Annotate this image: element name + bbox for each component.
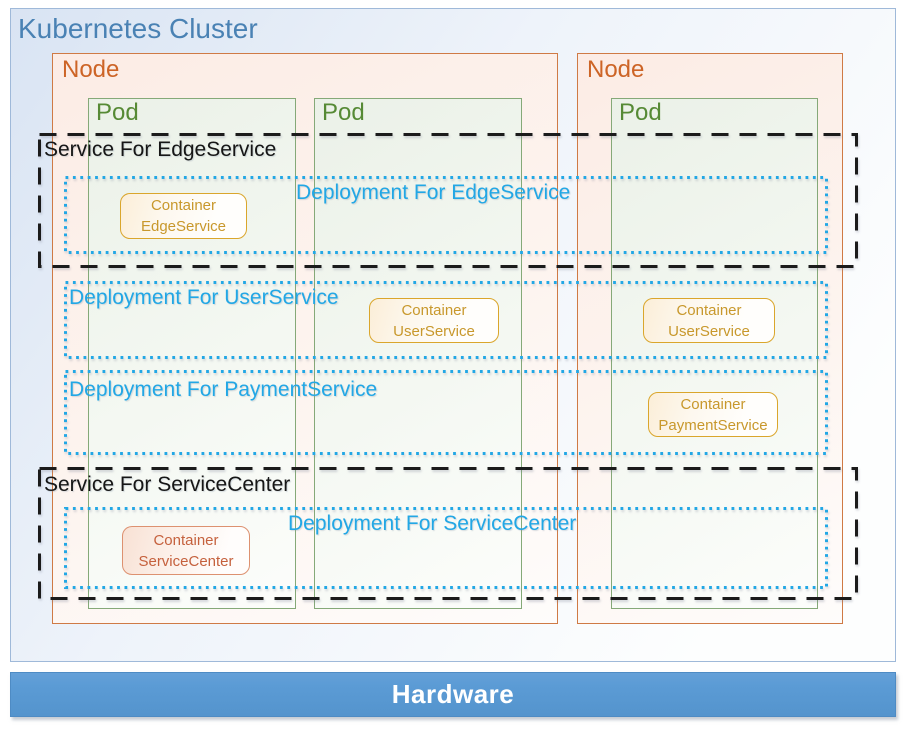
container-userservice-1: Container UserService: [369, 298, 499, 343]
deployment-servicecenter-box: Deployment For ServiceCenter: [64, 507, 828, 589]
dashed-border-icon: [38, 133, 858, 268]
pod-box-3: Pod: [611, 98, 818, 609]
deployment-edgeservice-box: Deployment For EdgeService: [64, 176, 828, 254]
container-paymentservice: Container PaymentService: [648, 392, 778, 437]
container-edgeservice: Container EdgeService: [120, 193, 247, 239]
deployment-userservice-label: Deployment For UserService: [69, 286, 339, 309]
pod-1-title: Pod: [96, 99, 139, 126]
service-servicecenter-box: Service For ServiceCenter: [38, 467, 858, 600]
pod-3-title: Pod: [619, 99, 662, 126]
container-userservice-2-line2: UserService: [668, 323, 750, 340]
deployment-edgeservice-label: Deployment For EdgeService: [296, 181, 571, 204]
service-edgeservice-label: Service For EdgeService: [44, 138, 277, 161]
container-servicecenter-line2: ServiceCenter: [138, 553, 234, 570]
container-userservice-1-line1: Container: [401, 302, 467, 319]
deployment-paymentservice-label: Deployment For PaymentService: [69, 378, 378, 401]
node-2-title: Node: [587, 56, 645, 83]
pod-box-1: Pod: [88, 98, 296, 609]
service-servicecenter-label: Service For ServiceCenter: [44, 473, 291, 496]
dotted-border-icon: [64, 370, 828, 455]
hardware-label: Hardware: [391, 679, 515, 709]
deployment-servicecenter-label: Deployment For ServiceCenter: [288, 512, 577, 535]
container-edgeservice-line1: Container: [150, 197, 217, 214]
dashed-border-icon: [38, 467, 858, 600]
container-userservice-2: Container UserService: [643, 298, 775, 343]
kubernetes-cluster-title: Kubernetes Cluster: [18, 13, 258, 44]
container-userservice-1-line2: UserService: [393, 323, 475, 340]
hardware-bar: Hardware: [10, 672, 896, 717]
node-box-2: Node Pod: [577, 53, 843, 624]
deployment-paymentservice-box: Deployment For PaymentService: [64, 370, 828, 455]
pod-box-2: Pod: [314, 98, 522, 609]
pod-2-title: Pod: [322, 99, 365, 126]
deployment-userservice-box: Deployment For UserService: [64, 281, 828, 359]
container-paymentservice-line2: PaymentService: [658, 417, 768, 434]
node-1-title: Node: [62, 56, 120, 83]
container-servicecenter: Container ServiceCenter: [122, 526, 250, 575]
container-servicecenter-line1: Container: [153, 532, 219, 549]
container-paymentservice-line1: Container: [680, 396, 746, 413]
container-userservice-2-line1: Container: [676, 302, 742, 319]
kubernetes-cluster-box: Kubernetes Cluster Node Pod Pod Node Pod: [10, 8, 896, 662]
container-edgeservice-line2: EdgeService: [140, 218, 227, 235]
service-edgeservice-box: Service For EdgeService: [38, 133, 858, 268]
dotted-border-icon: [64, 507, 828, 589]
